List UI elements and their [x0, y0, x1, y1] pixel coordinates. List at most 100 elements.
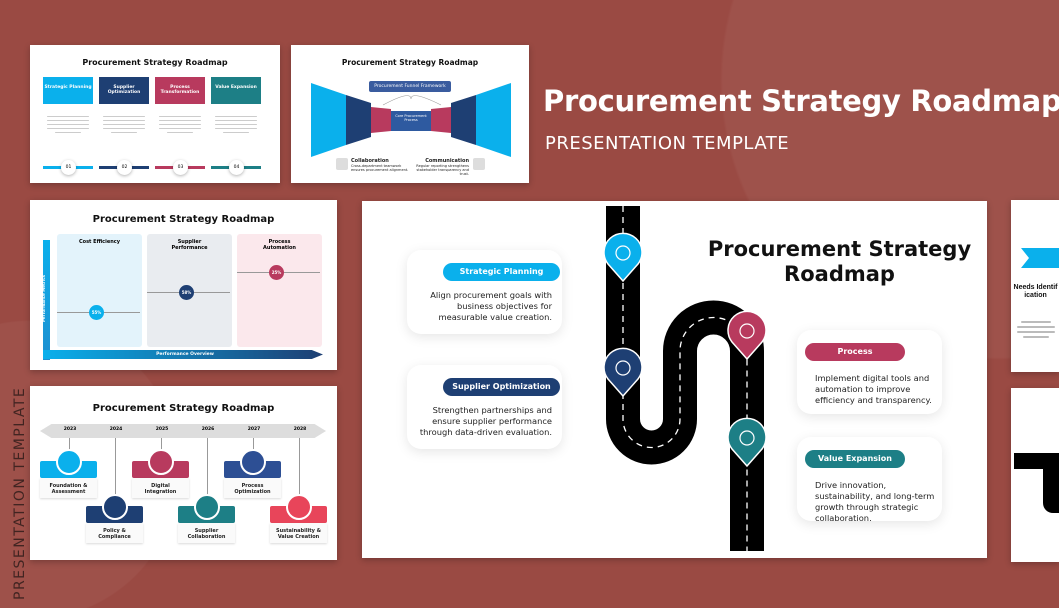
slide-title: Procurement Strategy Roadmap: [92, 403, 275, 414]
step-description: Implement digital tools and automation t…: [815, 373, 932, 405]
milestone-label: Policy & Compliance: [98, 528, 131, 540]
milestone-label: Process Optimization: [234, 483, 271, 495]
step-text-lines: [47, 113, 89, 136]
road-diagram: [603, 206, 767, 551]
milestone-icon: [56, 449, 82, 475]
step-description: Align procurement goals with business ob…: [430, 290, 552, 322]
x-axis-label: Performance Overview: [156, 352, 214, 357]
step-pill[interactable]: Value Expansion: [805, 450, 905, 468]
milestone-year: 2025: [155, 427, 169, 432]
main-slide-preview[interactable]: Procurement Strategy Roadmap Strategic P…: [362, 201, 987, 558]
partial-slide-road[interactable]: [1011, 388, 1059, 562]
metric-title: Cost Efficiency: [78, 239, 121, 245]
communication-title: Communication: [425, 158, 469, 164]
step-label: Value Expansion: [215, 85, 257, 90]
step-label: Supplier Optimization: [107, 85, 141, 95]
x-axis-arrow: [43, 350, 323, 359]
step-label: Process Transformation: [160, 85, 200, 95]
step-number: 03: [173, 160, 188, 175]
slide-title: Procurement Strategy Roadmap: [92, 214, 275, 225]
milestone-year: 2027: [247, 427, 261, 432]
connector-line: [253, 438, 254, 453]
y-axis-label: Performance Metrics: [41, 275, 46, 322]
milestone-icon: [148, 449, 174, 475]
step-text-lines: [215, 113, 257, 136]
milestone-label: Sustainability & Value Creation: [275, 528, 322, 540]
metric-column: Process Automation 25%: [237, 234, 322, 347]
slide-title: Procurement Strategy Roadmap: [82, 58, 228, 67]
milestone-icon: [194, 494, 220, 520]
milestone-card: Process Optimization: [224, 478, 281, 498]
communication-body: Regular reporting strengthens stakeholde…: [416, 164, 469, 176]
milestone-year: 2026: [201, 427, 215, 432]
metric-value: 58%: [179, 285, 194, 300]
step-text-lines: [159, 113, 201, 136]
framework-label: Procurement Funnel Framework: [369, 81, 451, 92]
step-header: Value Expansion: [211, 77, 261, 104]
expand-arrows-icon: [727, 417, 767, 468]
step-pill[interactable]: Supplier Optimization: [443, 378, 560, 396]
milestone-icon: [240, 449, 266, 475]
needs-heading: Needs Identification: [1013, 284, 1058, 299]
step-number: 02: [117, 160, 132, 175]
cycle-chart-icon: [727, 310, 767, 361]
metric-title: Supplier Performance: [171, 239, 208, 251]
slide-title: Procurement Strategy Roadmap: [341, 58, 479, 67]
step-description: Strengthen partnerships and ensure suppl…: [419, 405, 552, 437]
slide-thumbnail-steps[interactable]: Procurement Strategy Roadmap Strategic P…: [30, 45, 280, 183]
step-number: 01: [61, 160, 76, 175]
milestone-label: Digital Integration: [144, 483, 177, 495]
core-process-label: Core Procurement Process: [395, 114, 427, 122]
partial-slide-needs[interactable]: Needs Identification: [1011, 200, 1059, 372]
vertical-label: PRESENTATION TEMPLATE: [12, 386, 28, 600]
connector-line: [207, 438, 208, 498]
metric-column: Supplier Performance 58%: [147, 234, 232, 347]
step-number: 04: [229, 160, 244, 175]
milestone-icon: [102, 494, 128, 520]
metric-value: 25%: [269, 265, 284, 280]
milestone-year: 2028: [293, 427, 307, 432]
road-segment: [1043, 453, 1059, 513]
metric-title: Process Automation: [263, 239, 296, 251]
connector-line: [69, 438, 70, 453]
milestone-label: Foundation & Assessment: [49, 483, 88, 495]
hero-title: Procurement Strategy Roadmap: [543, 84, 1059, 118]
collaboration-icon: [336, 158, 348, 170]
step-header: Supplier Optimization: [99, 77, 149, 104]
milestone-card: Supplier Collaboration: [178, 523, 235, 543]
ribbon: [1021, 248, 1059, 268]
planning-board-icon: [603, 232, 643, 283]
milestone-card: Digital Integration: [132, 478, 189, 498]
step-pill[interactable]: Strategic Planning: [443, 263, 560, 281]
milestone-card: Sustainability & Value Creation: [270, 523, 327, 543]
slide-thumbnail-funnel[interactable]: Procurement Strategy Roadmap Procurement…: [291, 45, 529, 183]
collaboration-title: Collaboration: [351, 158, 389, 164]
funnel-diagram: [311, 83, 511, 157]
main-title-line1: Procurement Strategy: [707, 237, 972, 261]
milestone-icon: [286, 494, 312, 520]
collaboration-body: Cross-department teamwork ensures procur…: [351, 164, 409, 172]
step-label: Strategic Planning: [44, 85, 92, 90]
step-pill[interactable]: Process Transformation: [805, 343, 905, 374]
milestone-card: Foundation & Assessment: [40, 478, 97, 498]
slide-thumbnail-performance[interactable]: Procurement Strategy Roadmap Performance…: [30, 200, 337, 370]
timeline-arrow: [40, 424, 326, 438]
milestone-card: Policy & Compliance: [86, 523, 143, 543]
step-header: Process Transformation: [155, 77, 205, 104]
main-title: Procurement Strategy Roadmap: [692, 237, 987, 287]
connector-line: [115, 438, 116, 498]
step-text-lines: [103, 113, 145, 136]
milestone-year: 2024: [109, 427, 123, 432]
gear-chart-icon: [603, 347, 643, 398]
connector-line: [161, 438, 162, 453]
milestone-year: 2023: [63, 427, 77, 432]
y-axis-arrow: [43, 240, 50, 360]
hero-subtitle: PRESENTATION TEMPLATE: [545, 133, 790, 154]
main-title-line2: Roadmap: [784, 262, 895, 286]
